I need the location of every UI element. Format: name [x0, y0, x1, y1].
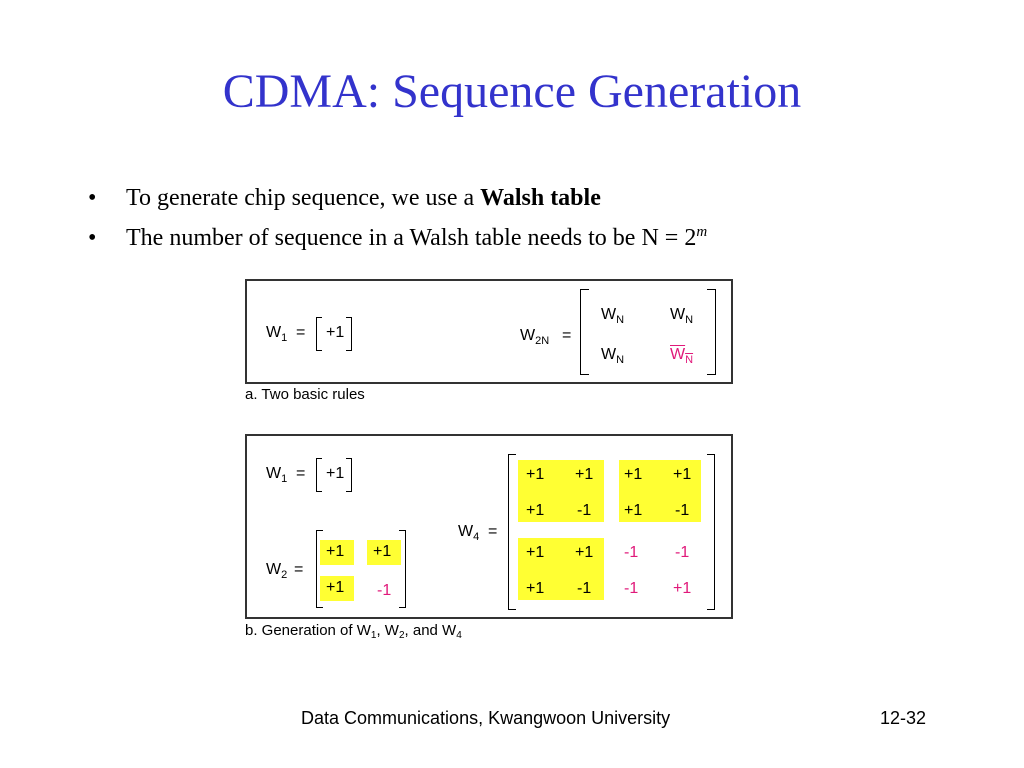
matrix-cell-wn-complement: WN	[670, 346, 694, 366]
left-bracket	[508, 454, 516, 610]
figure-a-caption: a. Two basic rules	[245, 386, 365, 403]
w2-cell: +1	[326, 579, 345, 596]
right-bracket	[346, 317, 352, 351]
exponent: m	[696, 224, 708, 240]
w4-cell: +1	[624, 502, 643, 519]
w4-cell-negated: -1	[675, 544, 690, 561]
w4-cell-negated: +1	[673, 580, 692, 597]
right-bracket	[707, 454, 715, 610]
figure-walsh-generation: W1 = +1 W2 = +1 +1 +1 -1 W4 = +1 +1 +1 +…	[245, 434, 733, 619]
equals-sign: =	[488, 523, 498, 540]
w4-cell: +1	[673, 466, 692, 483]
w4-cell: +1	[526, 466, 545, 483]
right-bracket	[707, 289, 716, 375]
w1-value: +1	[326, 465, 345, 482]
w1-label: W1	[266, 465, 288, 485]
slide-title: CDMA: Sequence Generation	[222, 65, 802, 118]
w4-highlight-block	[518, 538, 604, 600]
w2-highlight-cell	[320, 576, 354, 601]
bullet-list: • To generate chip sequence, we use a Wal…	[88, 178, 707, 258]
left-bracket	[580, 289, 589, 375]
w4-highlight-block	[619, 460, 701, 522]
bullet-icon: •	[88, 185, 97, 211]
right-bracket	[346, 458, 352, 492]
footer-text: Data Communications, Kwangwoon Universit…	[301, 708, 671, 728]
w4-label: W4	[458, 523, 480, 543]
bullet-icon: •	[88, 225, 97, 251]
w4-cell: +1	[526, 580, 545, 597]
matrix-cell-wn: WN	[670, 306, 694, 326]
w4-cell-negated: -1	[624, 580, 639, 597]
w4-cell-negated: -1	[624, 544, 639, 561]
figure-b-caption: b. Generation of W1, W2, and W4	[245, 622, 462, 641]
w4-cell: +1	[575, 544, 594, 561]
figure-basic-rules: W1 = +1 W2N = WN WN WN WN	[245, 279, 733, 384]
w2-highlight-cell	[320, 540, 354, 565]
w4-cell: +1	[624, 466, 643, 483]
w2n-label: W2N	[520, 327, 550, 347]
bullet-text: The number of sequence in a Walsh table …	[126, 225, 697, 251]
left-bracket	[316, 530, 323, 608]
right-bracket	[399, 530, 406, 608]
w4-cell: -1	[577, 502, 592, 519]
w4-cell: -1	[675, 502, 690, 519]
w1-value: +1	[326, 324, 345, 341]
w2-label: W2	[266, 561, 288, 581]
matrix-cell-wn: WN	[601, 306, 625, 326]
equals-sign: =	[562, 327, 572, 344]
equals-sign: =	[296, 324, 306, 341]
w4-cell: +1	[526, 502, 545, 519]
bullet-bold-text: Walsh table	[480, 185, 601, 211]
w4-highlight-block	[518, 460, 604, 522]
left-bracket	[316, 317, 322, 351]
equals-sign: =	[294, 561, 304, 578]
bullet-text: To generate chip sequence, we use a	[126, 185, 481, 211]
w1-label: W1	[266, 324, 288, 344]
w4-cell: -1	[577, 580, 592, 597]
equals-sign: =	[296, 465, 306, 482]
bullet-item-sequence-count: • The number of sequence in a Walsh table…	[88, 218, 707, 258]
bullet-item-walsh-table: • To generate chip sequence, we use a Wal…	[88, 178, 707, 218]
w4-cell: +1	[526, 544, 545, 561]
w2-cell-negated: -1	[377, 582, 392, 599]
w2-cell: +1	[373, 543, 392, 560]
page-number: 12-32	[880, 708, 927, 728]
w2-highlight-cell	[367, 540, 401, 565]
left-bracket	[316, 458, 322, 492]
w2-cell: +1	[326, 543, 345, 560]
w4-cell: +1	[575, 466, 594, 483]
matrix-cell-wn: WN	[601, 346, 625, 366]
